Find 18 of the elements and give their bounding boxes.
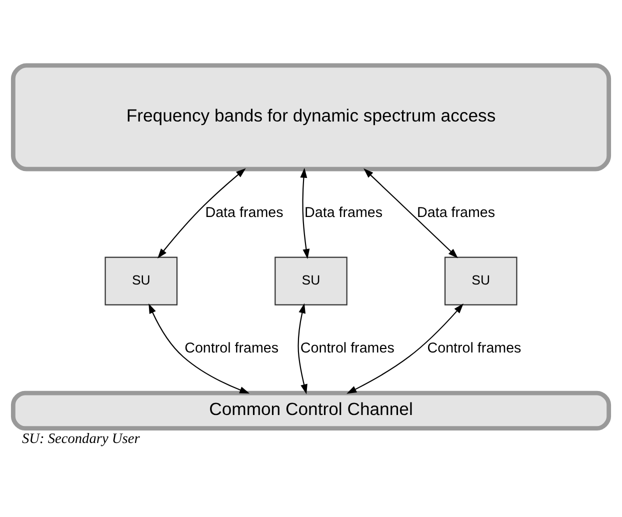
arrow — [346, 303, 464, 394]
caption: SU: Secondary User — [22, 430, 140, 447]
edge-label: Control frames — [184, 340, 279, 356]
arrow — [148, 302, 250, 394]
edge-label: Control frames — [427, 340, 522, 356]
arrow — [158, 168, 246, 258]
node-box: SU — [444, 256, 518, 305]
arrow — [364, 168, 458, 258]
arrow — [298, 302, 308, 394]
edge-label: Control frames — [300, 340, 394, 356]
edge-label: Data frames — [304, 204, 383, 220]
node-box: Frequency bands for dynamic spectrum access — [10, 62, 612, 171]
edge-label: Data frames — [205, 204, 284, 220]
node-box: SU — [104, 256, 178, 305]
arrow — [300, 167, 310, 258]
node-box: SU — [274, 256, 348, 305]
node-box: Common Control Channel — [10, 390, 612, 430]
edge-label: Data frames — [417, 204, 496, 220]
